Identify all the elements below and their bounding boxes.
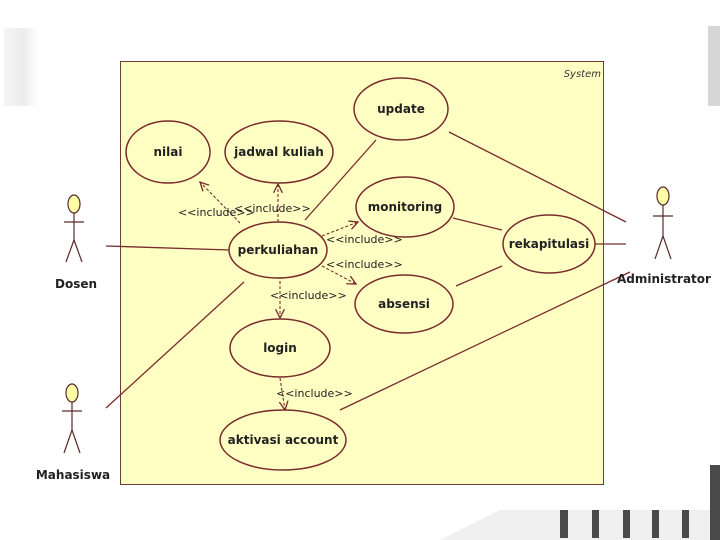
use-case-perkuliahan[interactable] [228,221,328,279]
include-perkuliahan-absensi [321,265,356,284]
use-case-label-monitoring: monitoring [368,200,443,214]
use-case-label-rekapitulasi: rekapitulasi [509,237,590,251]
system-label: System [563,69,601,80]
association-perkuliahan-update [304,139,377,221]
include-login-aktivasi [280,377,285,410]
actor-label-administrator: Administrator [617,272,711,286]
include-label-aktivasi: <<include>> [276,387,353,400]
use-case-absensi[interactable] [354,274,454,334]
use-case-update[interactable] [353,77,449,141]
actor-label-mahasiswa: Mahasiswa [36,468,110,482]
use-case-label-jadwal-kuliah: jadwal kuliah [233,145,324,159]
use-case-rekapitulasi[interactable] [502,214,596,274]
association-mahasiswa-perkuliahan [105,281,245,409]
use-case-label-login: login [263,341,297,355]
use-case-monitoring[interactable] [355,176,455,238]
association-monitoring-rekapitulasi [452,217,503,231]
use-case-jadwal-kuliah[interactable] [224,120,334,184]
include-label-nilai: <<include>> [178,206,255,219]
actor-mahasiswa[interactable] [62,383,82,454]
actor-label-dosen: Dosen [55,277,97,291]
association-update-administrator [448,131,627,223]
use-case-label-update: update [377,102,425,116]
include-perkuliahan-nilai [200,182,241,224]
association-absensi-rekapitulasi [455,265,503,287]
background-decoration-left [4,28,38,106]
background-decoration-bottom [440,465,720,540]
use-case-nilai[interactable] [125,120,211,184]
use-case-label-absensi: absensi [378,297,430,311]
use-case-label-nilai: nilai [154,145,183,159]
background-decoration-right [708,26,720,106]
include-label-login: <<include>> [270,289,347,302]
association-aktivasi-administrator [339,271,631,411]
include-label-monitoring: <<include>> [326,233,403,246]
actor-dosen[interactable] [64,194,84,263]
include-label-jadwal: <<include>> [234,202,311,215]
include-perkuliahan-monitoring [321,222,358,237]
use-case-label-aktivasi-account: aktivasi account [228,433,339,447]
use-case-aktivasi-account[interactable] [219,409,347,471]
use-case-login[interactable] [229,318,331,378]
association-dosen-perkuliahan [105,245,231,251]
use-case-label-perkuliahan: perkuliahan [238,243,319,257]
include-label-absensi: <<include>> [326,258,403,271]
actor-administrator[interactable] [653,186,673,260]
